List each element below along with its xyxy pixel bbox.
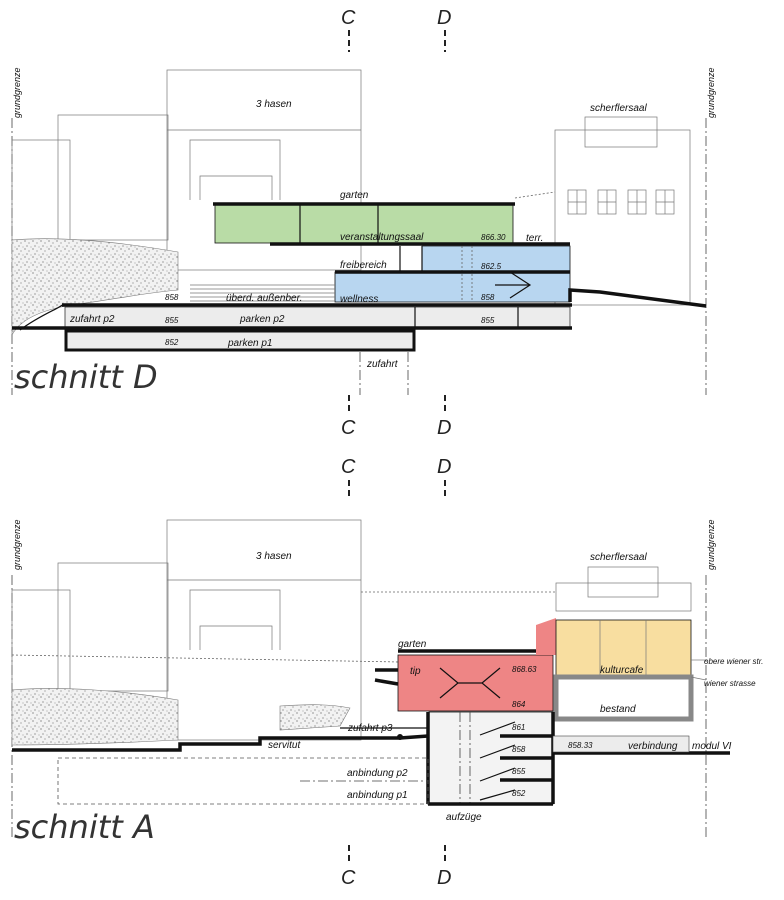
wiener-strasse-label: wiener strasse — [704, 679, 756, 688]
elev-861: 861 — [512, 723, 525, 732]
elev-862-5: 862.5 — [481, 262, 502, 271]
wellness-stair — [495, 271, 532, 299]
scherflersaal-label-a: scherflersaal — [590, 552, 647, 563]
axis-d-bottom-a: D — [437, 867, 451, 889]
aufzuege-label: aufzüge — [446, 812, 482, 823]
zufahrt-label-d: zufahrt — [366, 359, 399, 370]
background-buildings-a — [11, 519, 692, 741]
anbindung-p2-label: anbindung p2 — [347, 768, 408, 779]
elev-858-a: 858 — [512, 745, 526, 754]
terr-label: terr. — [526, 233, 543, 244]
tip-stair — [439, 667, 501, 699]
elev-855-left: 855 — [165, 316, 179, 325]
wellness-label: wellness — [340, 294, 378, 305]
ueberd-label: überd. außenber. — [226, 293, 302, 304]
elev-858-wellness: 858 — [481, 293, 495, 302]
scherflersaal-label-d: scherflersaal — [590, 103, 647, 114]
elev-858-33: 858.33 — [568, 741, 593, 750]
axis-d-bottom-d: D — [437, 417, 451, 439]
elev-852-d: 852 — [165, 338, 179, 347]
zufahrt-p2-label: zufahrt p2 — [69, 314, 115, 325]
garten-label-a: garten — [398, 639, 427, 650]
verbindung-label: verbindung — [628, 741, 678, 752]
bestand-volume — [553, 674, 694, 722]
drei-hasen-label-d: 3 hasen — [256, 99, 292, 110]
schnitt-d-title: schnitt D — [14, 358, 158, 396]
grundgrenze-right-label-a: grundgrenze — [706, 519, 716, 570]
anbindung-p1-label: anbindung p1 — [347, 790, 408, 801]
elev-855-right: 855 — [481, 316, 495, 325]
terrain-gravel-a-left — [11, 688, 179, 746]
terrain-gravel-a-mid — [279, 704, 351, 731]
axis-c-top-label: C — [341, 7, 356, 29]
background-buildings — [11, 69, 691, 306]
grundgrenze-left-label: grundgrenze — [12, 67, 22, 118]
veranstaltungssaal-volume — [214, 204, 514, 244]
zufahrt-p3-label: zufahrt p3 — [347, 723, 393, 734]
elev-868-63: 868.63 — [512, 665, 537, 674]
kulturcafe-label: kulturcafe — [600, 665, 644, 676]
axis-d-top-label: D — [437, 7, 451, 29]
parken-p1-level — [64, 329, 416, 352]
elev-864: 864 — [512, 700, 526, 709]
modul-vi-label: modul VI — [692, 741, 732, 752]
elev-858-ueberd: 858 — [165, 293, 179, 302]
parken-p1-label: parken p1 — [227, 338, 272, 349]
axis-c-bottom-d: C — [341, 417, 356, 439]
axis-d-top-a: D — [437, 456, 451, 478]
grundgrenze-right-label: grundgrenze — [706, 67, 716, 118]
section-a: C D grundgrenze grundgrenze 3 hasen sche… — [11, 456, 763, 889]
drei-hasen-label-a: 3 hasen — [256, 551, 292, 562]
obere-wiener-label: obere wiener str. — [704, 657, 763, 666]
grundgrenze-left-label-a: grundgrenze — [12, 519, 22, 570]
elev-852-a: 852 — [512, 789, 526, 798]
ground-right-d — [568, 288, 707, 308]
terrain-gravel-d — [11, 238, 179, 336]
schnitt-a-title: schnitt A — [14, 808, 155, 846]
ueberd-aussenbereich-stairs — [190, 284, 335, 302]
garten-label-d: garten — [340, 190, 369, 201]
parken-p2-label: parken p2 — [239, 314, 285, 325]
kulturcafe-volume — [555, 619, 692, 678]
elev-866-30: 866.30 — [481, 233, 506, 242]
axis-c-top-a: C — [341, 456, 356, 478]
freibereich-label: freibereich — [340, 260, 387, 271]
bestand-label: bestand — [600, 704, 636, 715]
section-d: C D grundgrenze grundgrenze — [11, 7, 716, 439]
scherflersaal-windows — [567, 189, 675, 215]
elev-855-a: 855 — [512, 767, 526, 776]
veranstaltungssaal-label: veranstaltungssaal — [340, 232, 424, 243]
tip-label: tip — [410, 666, 421, 677]
axis-c-bottom-a: C — [341, 867, 356, 889]
servitut-label: servitut — [268, 740, 301, 751]
